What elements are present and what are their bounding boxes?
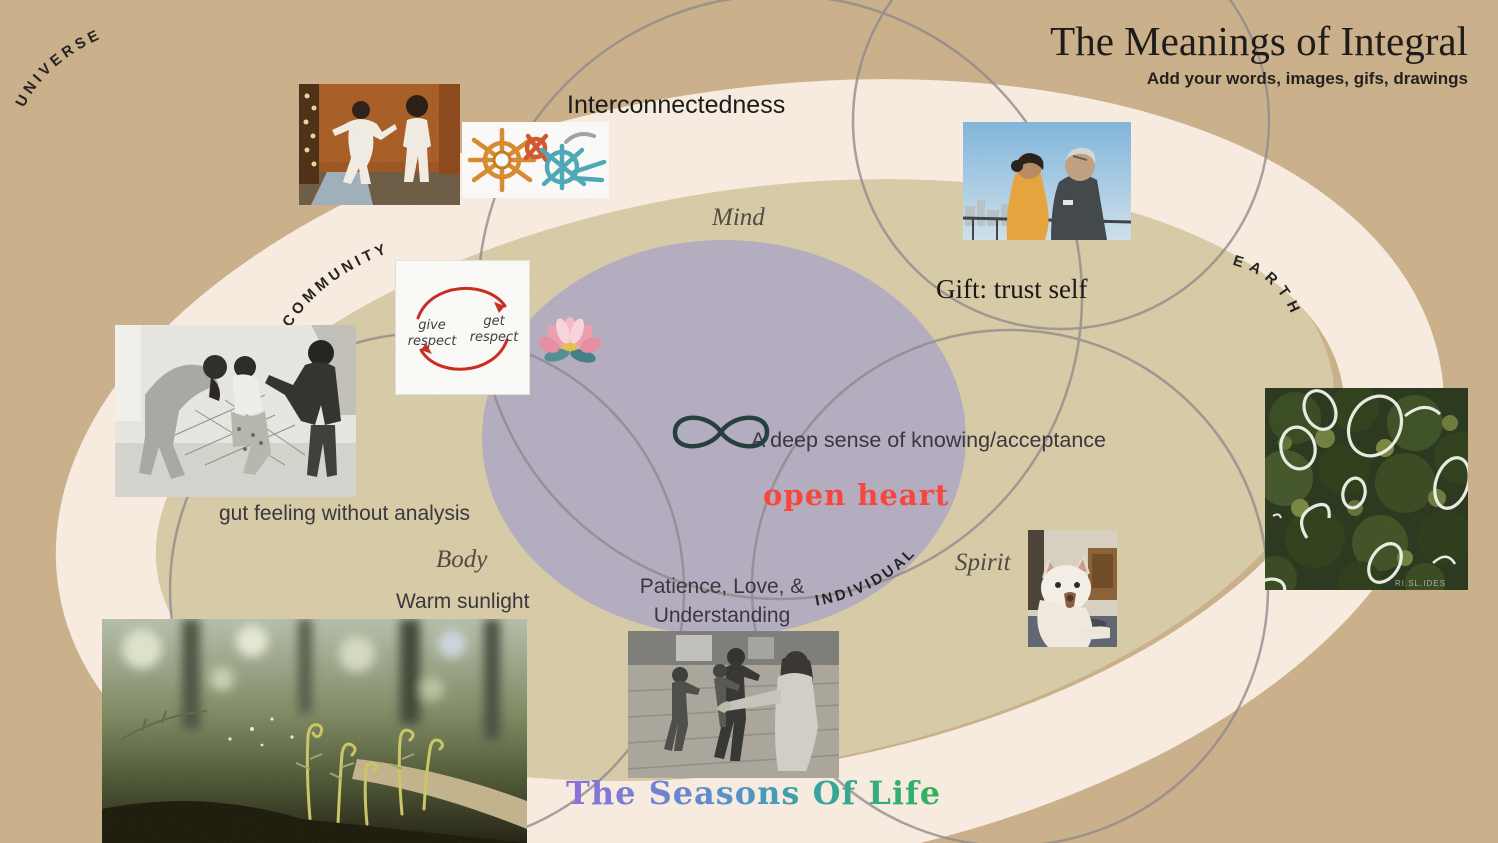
page-title: The Meanings of Integral: [1050, 18, 1468, 64]
seasons-of-life-note[interactable]: The Seasons Of Life: [566, 774, 942, 812]
dog-photo[interactable]: [1028, 530, 1117, 647]
warm-sunlight-note[interactable]: Warm sunlight: [396, 590, 530, 613]
patience-line-2: Understanding: [653, 603, 791, 627]
give-respect-label: give respect: [407, 318, 457, 350]
rope-knots-image[interactable]: [462, 122, 609, 198]
body-zone-label: Body: [436, 546, 488, 573]
disco-dancers-gif[interactable]: [299, 84, 460, 205]
gift-trust-self-note[interactable]: Gift: trust self: [936, 274, 1088, 304]
spirit-zone-label: Spirit: [955, 549, 1011, 576]
stage-lights-column: [299, 84, 319, 184]
patience-love-note[interactable]: Patience, Love, & Understanding: [622, 573, 822, 631]
elderly-couple-photo[interactable]: [963, 122, 1131, 240]
patience-line-1: Patience, Love, &: [639, 575, 805, 598]
mind-zone-label: Mind: [712, 204, 765, 231]
gut-feeling-note[interactable]: gut feeling without analysis: [219, 502, 470, 525]
deep-sense-note[interactable]: A deep sense of knowing/acceptance: [751, 428, 1107, 452]
gif-watermark: RI.SL.IDES: [1395, 579, 1446, 588]
lotus-center: [562, 343, 578, 351]
page-subtitle: Add your words, images, gifs, drawings: [1146, 69, 1468, 89]
bookshelf: [1028, 530, 1044, 610]
woman-in-sari: [1006, 153, 1049, 240]
light-rings-gif[interactable]: RI.SL.IDES: [1265, 388, 1468, 590]
interconnectedness-note[interactable]: Interconnectedness: [567, 91, 786, 119]
infinity-drawing[interactable]: [668, 404, 774, 460]
forest-ferns-photo[interactable]: [102, 619, 527, 843]
respect-cycle-card[interactable]: give respect get respect: [395, 260, 530, 395]
get-respect-label: get respect: [469, 314, 519, 346]
lotus-flower-image[interactable]: [539, 303, 601, 368]
weaving-women-photo[interactable]: [115, 325, 356, 497]
open-heart-note[interactable]: open heart: [763, 478, 950, 512]
stage-curtain: [439, 84, 460, 174]
window-light: [676, 635, 712, 661]
infinity-path: [672, 415, 770, 449]
tai-chi-photo[interactable]: [628, 631, 839, 778]
header: The Meanings of Integral Add your words,…: [1050, 18, 1468, 89]
